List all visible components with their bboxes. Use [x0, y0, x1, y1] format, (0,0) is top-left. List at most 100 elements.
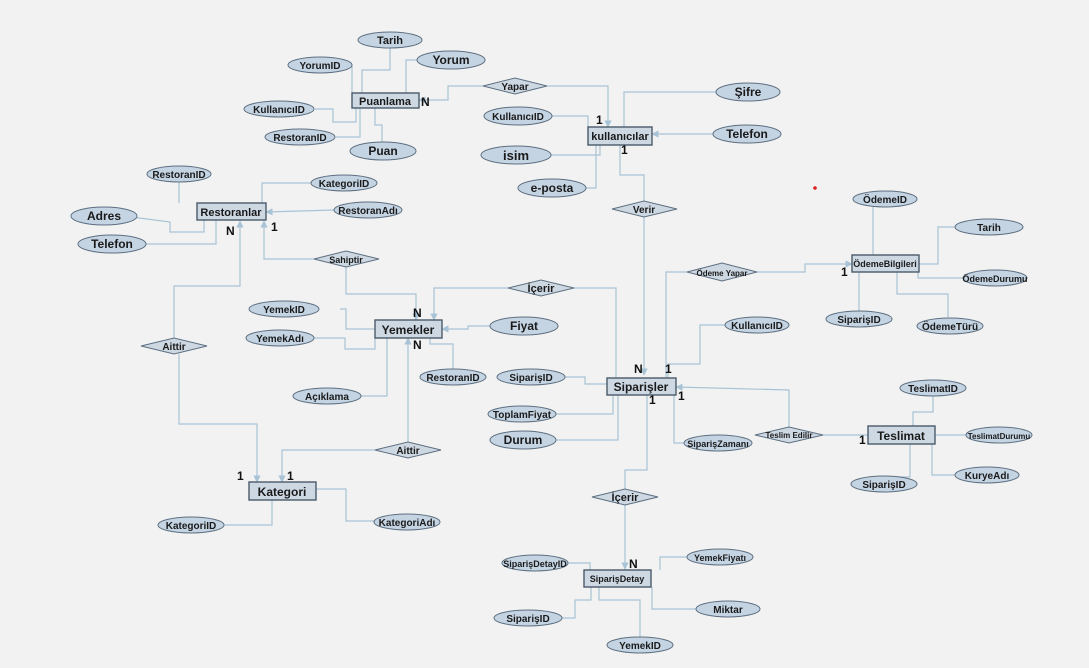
- connector-icerir-detay-siparisler: [624, 395, 648, 489]
- cardinality-kategori-left-1: 1: [237, 469, 244, 483]
- connector-detay-siparisdetayid: [567, 562, 591, 570]
- svg-text:Yorum: Yorum: [432, 53, 469, 67]
- connector-detay-siparisid: [562, 587, 592, 619]
- attribute-restoranid-yemekler: RestoranID: [419, 368, 487, 386]
- connector-odemeyapar-odeme: [757, 260, 853, 273]
- svg-text:kullanıcılar: kullanıcılar: [591, 131, 649, 143]
- connector-detay-yemekfiyati: [659, 556, 688, 570]
- connector-teslimat-kuryeadi: [931, 444, 955, 476]
- relationship-yapar: Yapar: [482, 77, 548, 95]
- connector-puanlama-tarih: [361, 48, 391, 93]
- cardinalities: N 1 1 N 1 N N N 1 1 1 1 1 1 1 N: [226, 95, 866, 571]
- svg-text:Yapar: Yapar: [501, 82, 528, 93]
- cardinality-kullanicilar-yapar-1: 1: [596, 113, 603, 127]
- relationships: Yapar Verir Sahiptir İçerir Ödeme Yapar …: [140, 77, 824, 506]
- cardinality-siparisler-detay-1: 1: [649, 393, 656, 407]
- attribute-odemedurumu: ÖdemeDurumu: [962, 269, 1028, 287]
- connector-restoranlar-adres: [123, 215, 205, 233]
- connector-odeme-odemeturu: [896, 272, 949, 317]
- svg-text:Tarih: Tarih: [977, 223, 1001, 234]
- svg-text:Aittir: Aittir: [396, 446, 419, 457]
- connector-aittir-left-restoranlar: [173, 220, 244, 338]
- entity-puanlama: Puanlama: [351, 92, 420, 109]
- relationship-icerir-detay: İçerir: [591, 488, 659, 506]
- svg-text:İçerir: İçerir: [528, 282, 556, 295]
- cardinality-siparisler-odeme-1: 1: [665, 362, 672, 376]
- svg-text:Puanlama: Puanlama: [359, 96, 412, 108]
- svg-text:YemekID: YemekID: [263, 305, 305, 316]
- svg-text:TeslimatID: TeslimatID: [908, 384, 958, 395]
- connector-aittir-left-kategori: [178, 354, 261, 483]
- svg-text:ÖdemeID: ÖdemeID: [863, 193, 907, 206]
- relationship-verir: Verir: [611, 200, 678, 218]
- attribute-yemekid: YemekID: [248, 300, 320, 318]
- entity-kullanicilar: kullanıcılar: [587, 126, 653, 146]
- svg-text:Teslimat: Teslimat: [877, 429, 925, 443]
- connector-restoranlar-kategoriid: [261, 182, 311, 203]
- cardinality-yemekler-aittir-n: N: [413, 338, 422, 352]
- connector-puanlama-restoranid: [336, 108, 361, 138]
- svg-text:Siparişler: Siparişler: [614, 380, 669, 394]
- connector-siparisler-siparis-zamani: [673, 395, 686, 444]
- connector-kullanicilar-isim: [551, 145, 601, 156]
- attribute-yemekadi: YemekAdı: [245, 329, 315, 347]
- attribute-teslimatid: TeslimatID: [899, 379, 967, 397]
- svg-text:Yemekler: Yemekler: [382, 323, 435, 337]
- attribute-siparisid-teslimat: SiparişID: [850, 475, 918, 493]
- attribute-kullaniciid-siparisler: KullanıcıID: [724, 316, 790, 334]
- entity-siparis-detay: SiparişDetay: [583, 569, 652, 588]
- connector-odemeyapar-siparisler: [665, 271, 687, 378]
- svg-text:KuryeAdı: KuryeAdı: [965, 471, 1010, 482]
- svg-text:Verir: Verir: [633, 205, 655, 216]
- entity-odeme-bilgileri: ÖdemeBilgileri: [851, 254, 920, 273]
- entity-yemekler: Yemekler: [374, 319, 443, 339]
- connector-kullanicilar-sifre: [623, 91, 716, 127]
- svg-text:KullanıcıID: KullanıcıID: [253, 105, 305, 116]
- connectors: [123, 48, 966, 637]
- svg-text:RestoranID: RestoranID: [152, 170, 205, 181]
- connector-teslimat-siparisid: [897, 444, 911, 478]
- attribute-kuryeadi: KuryeAdı: [954, 466, 1020, 484]
- svg-text:Durum: Durum: [504, 433, 543, 447]
- cardinality-teslimat-1: 1: [859, 433, 866, 447]
- svg-text:SiparişID: SiparişID: [862, 480, 905, 491]
- connector-detay-yemekid: [598, 587, 641, 637]
- svg-text:ToplamFiyat: ToplamFiyat: [493, 410, 552, 421]
- attribute-kategoriid-restoranlar: KategoriID: [310, 174, 378, 192]
- svg-text:KategoriAdı: KategoriAdı: [379, 518, 436, 529]
- attribute-durum: Durum: [489, 430, 557, 450]
- svg-text:YemekAdı: YemekAdı: [256, 334, 304, 345]
- connector-yapar-puanlama: [418, 85, 483, 104]
- connector-puanlama-puan: [374, 108, 383, 143]
- cardinality-yemekler-sahiptir-n: N: [413, 306, 422, 320]
- attribute-siparis-zamani: SiparişZamanı: [683, 434, 753, 452]
- connector-yemekler-yemekadi: [314, 337, 376, 350]
- cardinality-kullanicilar-verir-1: 1: [621, 143, 628, 157]
- connector-yapar-kullanicilar: [547, 85, 612, 128]
- entities: Puanlama kullanıcılar Restoranlar Yemekl…: [196, 92, 936, 588]
- svg-text:KullanıcıID: KullanıcıID: [731, 321, 783, 332]
- connector-sahiptir-yemekler: [345, 267, 420, 321]
- connector-sahiptir-restoranlar: [260, 220, 314, 260]
- attribute-siparisid-siparisler: SiparişID: [496, 368, 566, 386]
- attribute-adres: Adres: [70, 206, 138, 226]
- attribute-kullaniciid-kullanicilar: KullanıcıID: [483, 106, 553, 126]
- cardinality-siparisler-verir-n: N: [634, 362, 643, 376]
- connector-aittir-mid-kategori: [278, 449, 375, 483]
- attribute-telefon-kullanicilar: Telefon: [712, 124, 782, 144]
- svg-text:RestoranID: RestoranID: [426, 373, 479, 384]
- connector-icerir-yemekler: [430, 287, 508, 321]
- connector-kategori-kategoriadi: [316, 488, 375, 522]
- svg-text:SiparişDetay: SiparişDetay: [590, 574, 645, 584]
- svg-text:Tarih: Tarih: [377, 35, 403, 47]
- svg-text:YemekFiyatı: YemekFiyatı: [694, 553, 746, 563]
- svg-text:SiparişDetayID: SiparişDetayID: [503, 559, 567, 569]
- attribute-teslimatdurumu: TeslimatDurumu: [965, 426, 1033, 444]
- connector-yemekler-fiyat: [441, 325, 490, 333]
- attribute-eposta: e-posta: [517, 178, 587, 198]
- svg-text:Teslim Edilir: Teslim Edilir: [766, 431, 813, 440]
- connector-kategori-kategoriid: [224, 500, 273, 526]
- connector-restoranlar-restoranadi: [265, 208, 335, 216]
- svg-text:ÖdemeDurumu: ÖdemeDurumu: [962, 274, 1027, 284]
